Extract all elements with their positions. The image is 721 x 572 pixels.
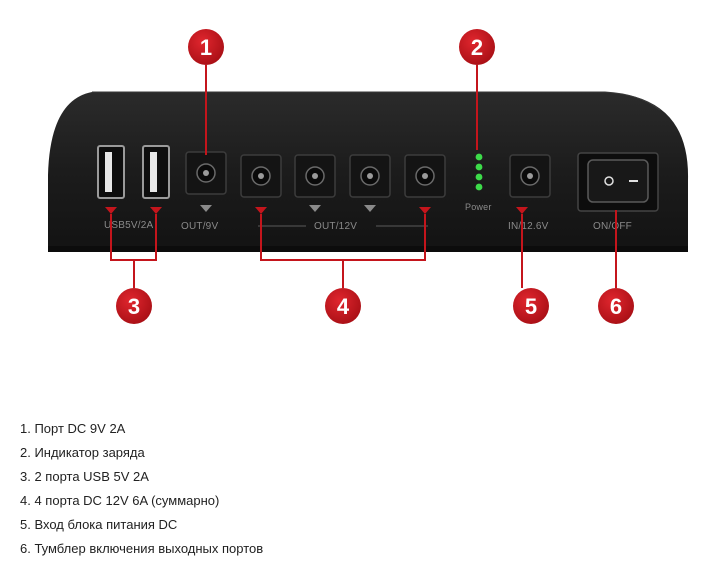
usb-port: [142, 145, 170, 199]
charge-indicator: [475, 153, 483, 191]
legend-item: 5. Вход блока питания DC: [20, 517, 178, 532]
callout-4: 4: [325, 288, 361, 324]
port-markers: [200, 205, 376, 212]
marker-triangle: [200, 205, 212, 212]
callout-number: 3: [128, 294, 140, 319]
marker-triangle: [150, 207, 162, 214]
legend-item: 3. 2 порта USB 5V 2A: [20, 469, 149, 484]
marker-triangle: [309, 205, 321, 212]
device-diagram: USB5V/2A OUT/9V OUT/12V Power IN/12.6V O…: [48, 29, 689, 324]
marker-triangle: [419, 207, 431, 214]
callout-2: 2: [459, 29, 495, 65]
callout-number: 2: [471, 35, 483, 60]
callout-number: 6: [610, 294, 622, 319]
dc-port-out12v: [349, 154, 391, 198]
marker-triangle: [105, 207, 117, 214]
legend-item: 6. Тумблер включения выходных портов: [20, 541, 264, 556]
label-power: Power: [465, 202, 492, 212]
dc-port-out12v: [294, 154, 336, 198]
callout-number: 1: [200, 35, 212, 60]
label-usb: USB5V/2A: [104, 220, 154, 231]
callout-number: 4: [337, 294, 350, 319]
callout-3: 3: [116, 288, 152, 324]
highlight-markers: [105, 207, 528, 214]
indicator-led: [475, 183, 483, 191]
indicator-led: [475, 163, 483, 171]
dc-port-out12v: [240, 154, 282, 198]
dc-port-out9v: [185, 151, 227, 195]
on-off-switch: [577, 152, 659, 212]
indicator-led: [475, 153, 483, 161]
marker-triangle: [516, 207, 528, 214]
dc-port-in: [509, 154, 551, 198]
legend-list: 1. Порт DC 9V 2A 2. Индикатор заряда 3. …: [20, 421, 263, 565]
callout-number: 5: [525, 294, 537, 319]
callout-connectors: [110, 65, 617, 288]
callout-6: 6: [598, 288, 634, 324]
callout-1: 1: [188, 29, 224, 65]
label-in: IN/12.6V: [508, 221, 549, 232]
dc-port-out12v: [404, 154, 446, 198]
label-out12v: OUT/12V: [314, 221, 357, 232]
indicator-led: [475, 173, 483, 181]
label-onoff: ON/OFF: [593, 221, 632, 232]
marker-triangle: [364, 205, 376, 212]
label-out9v: OUT/9V: [181, 221, 218, 232]
marker-triangle: [255, 207, 267, 214]
callout-5: 5: [513, 288, 549, 324]
legend-item: 2. Индикатор заряда: [20, 445, 145, 460]
legend-item: 1. Порт DC 9V 2A: [20, 421, 126, 436]
usb-port: [97, 145, 125, 199]
legend-item: 4. 4 порта DC 12V 6A (суммарно): [20, 493, 220, 508]
